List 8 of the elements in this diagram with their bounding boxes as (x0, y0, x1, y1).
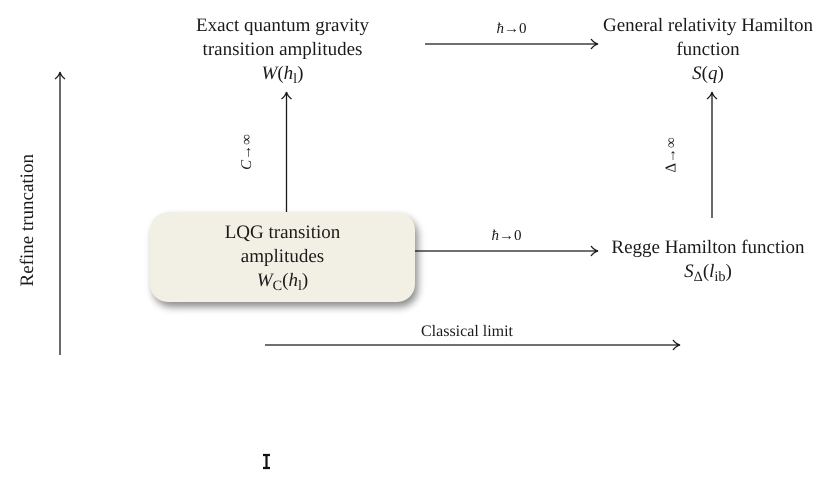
axis-label: Classical limit (421, 322, 513, 342)
axis-label: Refine truncation (16, 154, 39, 286)
node-text: S(q) (692, 62, 724, 86)
process-box (150, 212, 415, 302)
node-text: Regge Hamilton function (611, 236, 805, 260)
node-text: S$_{Δ}$(l$_{ib}$) (684, 260, 732, 284)
node-text: W$_{C}$(h$_{l}$) (256, 269, 308, 293)
node-text: W(h$_{l}$) (262, 62, 304, 86)
